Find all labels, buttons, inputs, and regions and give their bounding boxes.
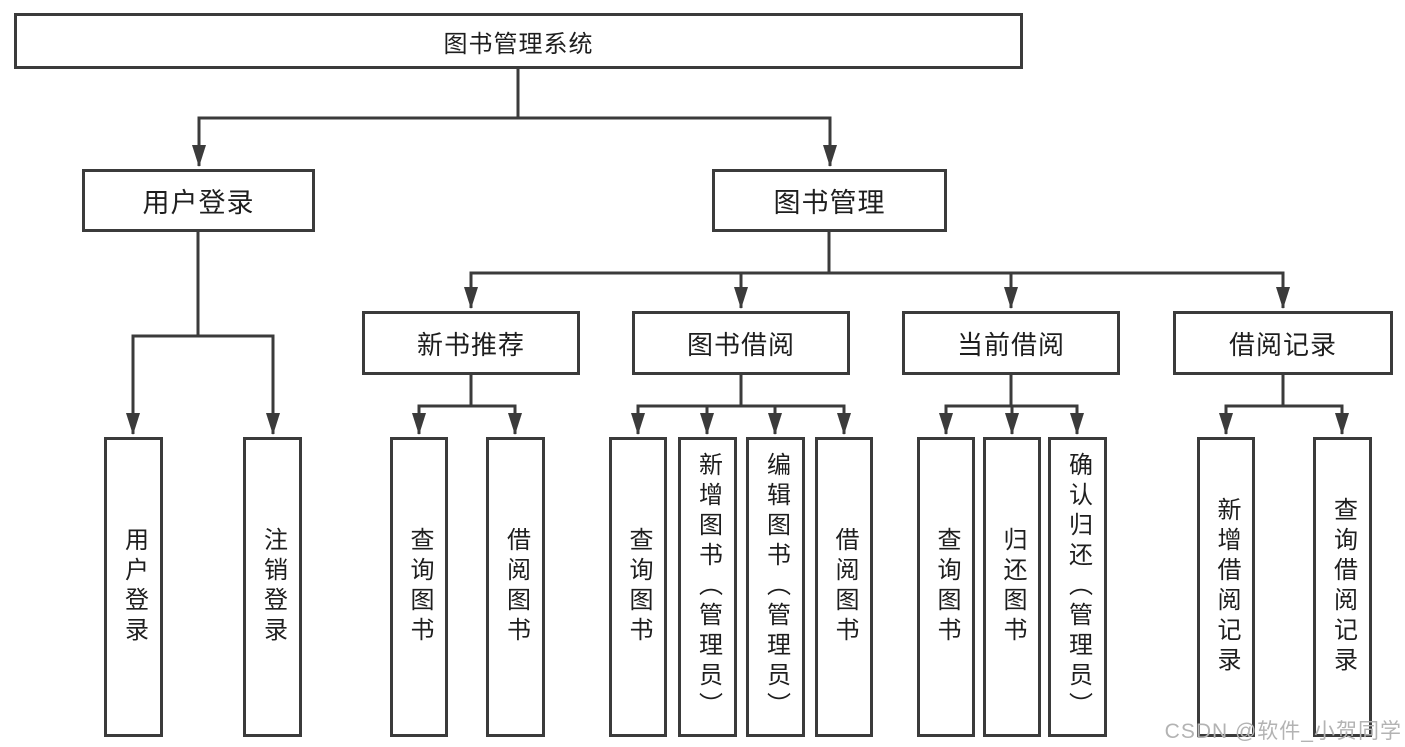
node-label: 查询借阅记录 bbox=[1329, 497, 1357, 677]
node-group-current-borrowing: 当前借阅 bbox=[902, 311, 1120, 375]
node-group-new-book-recommend: 新书推荐 bbox=[362, 311, 580, 375]
node-label: 当前借阅 bbox=[956, 329, 1065, 360]
node-return-books-leaf: 归还图书 bbox=[983, 437, 1041, 737]
node-user-login-branch: 用户登录 bbox=[82, 169, 315, 232]
node-label: 新书推荐 bbox=[416, 329, 525, 360]
node-book-management-branch: 图书管理 bbox=[712, 169, 947, 232]
node-group-borrowing-records: 借阅记录 bbox=[1173, 311, 1393, 375]
node-label: 归还图书 bbox=[999, 527, 1026, 647]
node-query-books-leaf: 查询图书 bbox=[390, 437, 448, 737]
node-label: 借阅图书 bbox=[831, 527, 858, 647]
node-group-book-borrowing: 图书借阅 bbox=[632, 311, 850, 375]
node-label: 注销登录 bbox=[259, 527, 287, 647]
node-query-books-leaf: 查询图书 bbox=[609, 437, 667, 737]
node-label: 编辑图书（管理员） bbox=[762, 452, 790, 722]
node-library-management-system: 图书管理系统 bbox=[14, 13, 1023, 69]
node-label: 图书管理 bbox=[773, 188, 886, 218]
node-label: 新增借阅记录 bbox=[1213, 497, 1240, 677]
node-label: 借阅记录 bbox=[1228, 329, 1337, 360]
csdn-watermark: CSDN @软件_小贺同学 bbox=[1164, 720, 1402, 743]
node-label: 图书管理系统 bbox=[443, 30, 594, 58]
node-label: 查询图书 bbox=[625, 527, 652, 647]
node-borrow-books-leaf: 借阅图书 bbox=[486, 437, 545, 737]
node-confirm-return-admin-leaf: 确认归还（管理员） bbox=[1048, 437, 1107, 737]
node-label: 新增图书（管理员） bbox=[694, 452, 722, 722]
node-logout-leaf: 注销登录 bbox=[243, 437, 302, 737]
node-borrow-books-leaf: 借阅图书 bbox=[815, 437, 873, 737]
node-query-books-leaf: 查询图书 bbox=[917, 437, 975, 737]
node-label: 查询图书 bbox=[406, 527, 433, 647]
node-add-borrow-record-leaf: 新增借阅记录 bbox=[1197, 437, 1255, 737]
node-edit-books-admin-leaf: 编辑图书（管理员） bbox=[746, 437, 805, 737]
node-label: 借阅图书 bbox=[502, 527, 530, 647]
node-label: 查询图书 bbox=[933, 527, 960, 647]
node-label: 用户登录 bbox=[142, 188, 255, 218]
node-add-books-admin-leaf: 新增图书（管理员） bbox=[678, 437, 737, 737]
node-user-login-leaf: 用户登录 bbox=[104, 437, 163, 737]
node-label: 用户登录 bbox=[120, 527, 148, 647]
node-label: 确认归还（管理员） bbox=[1064, 452, 1092, 722]
node-label: 图书借阅 bbox=[686, 329, 795, 360]
node-query-borrow-record-leaf: 查询借阅记录 bbox=[1313, 437, 1372, 737]
